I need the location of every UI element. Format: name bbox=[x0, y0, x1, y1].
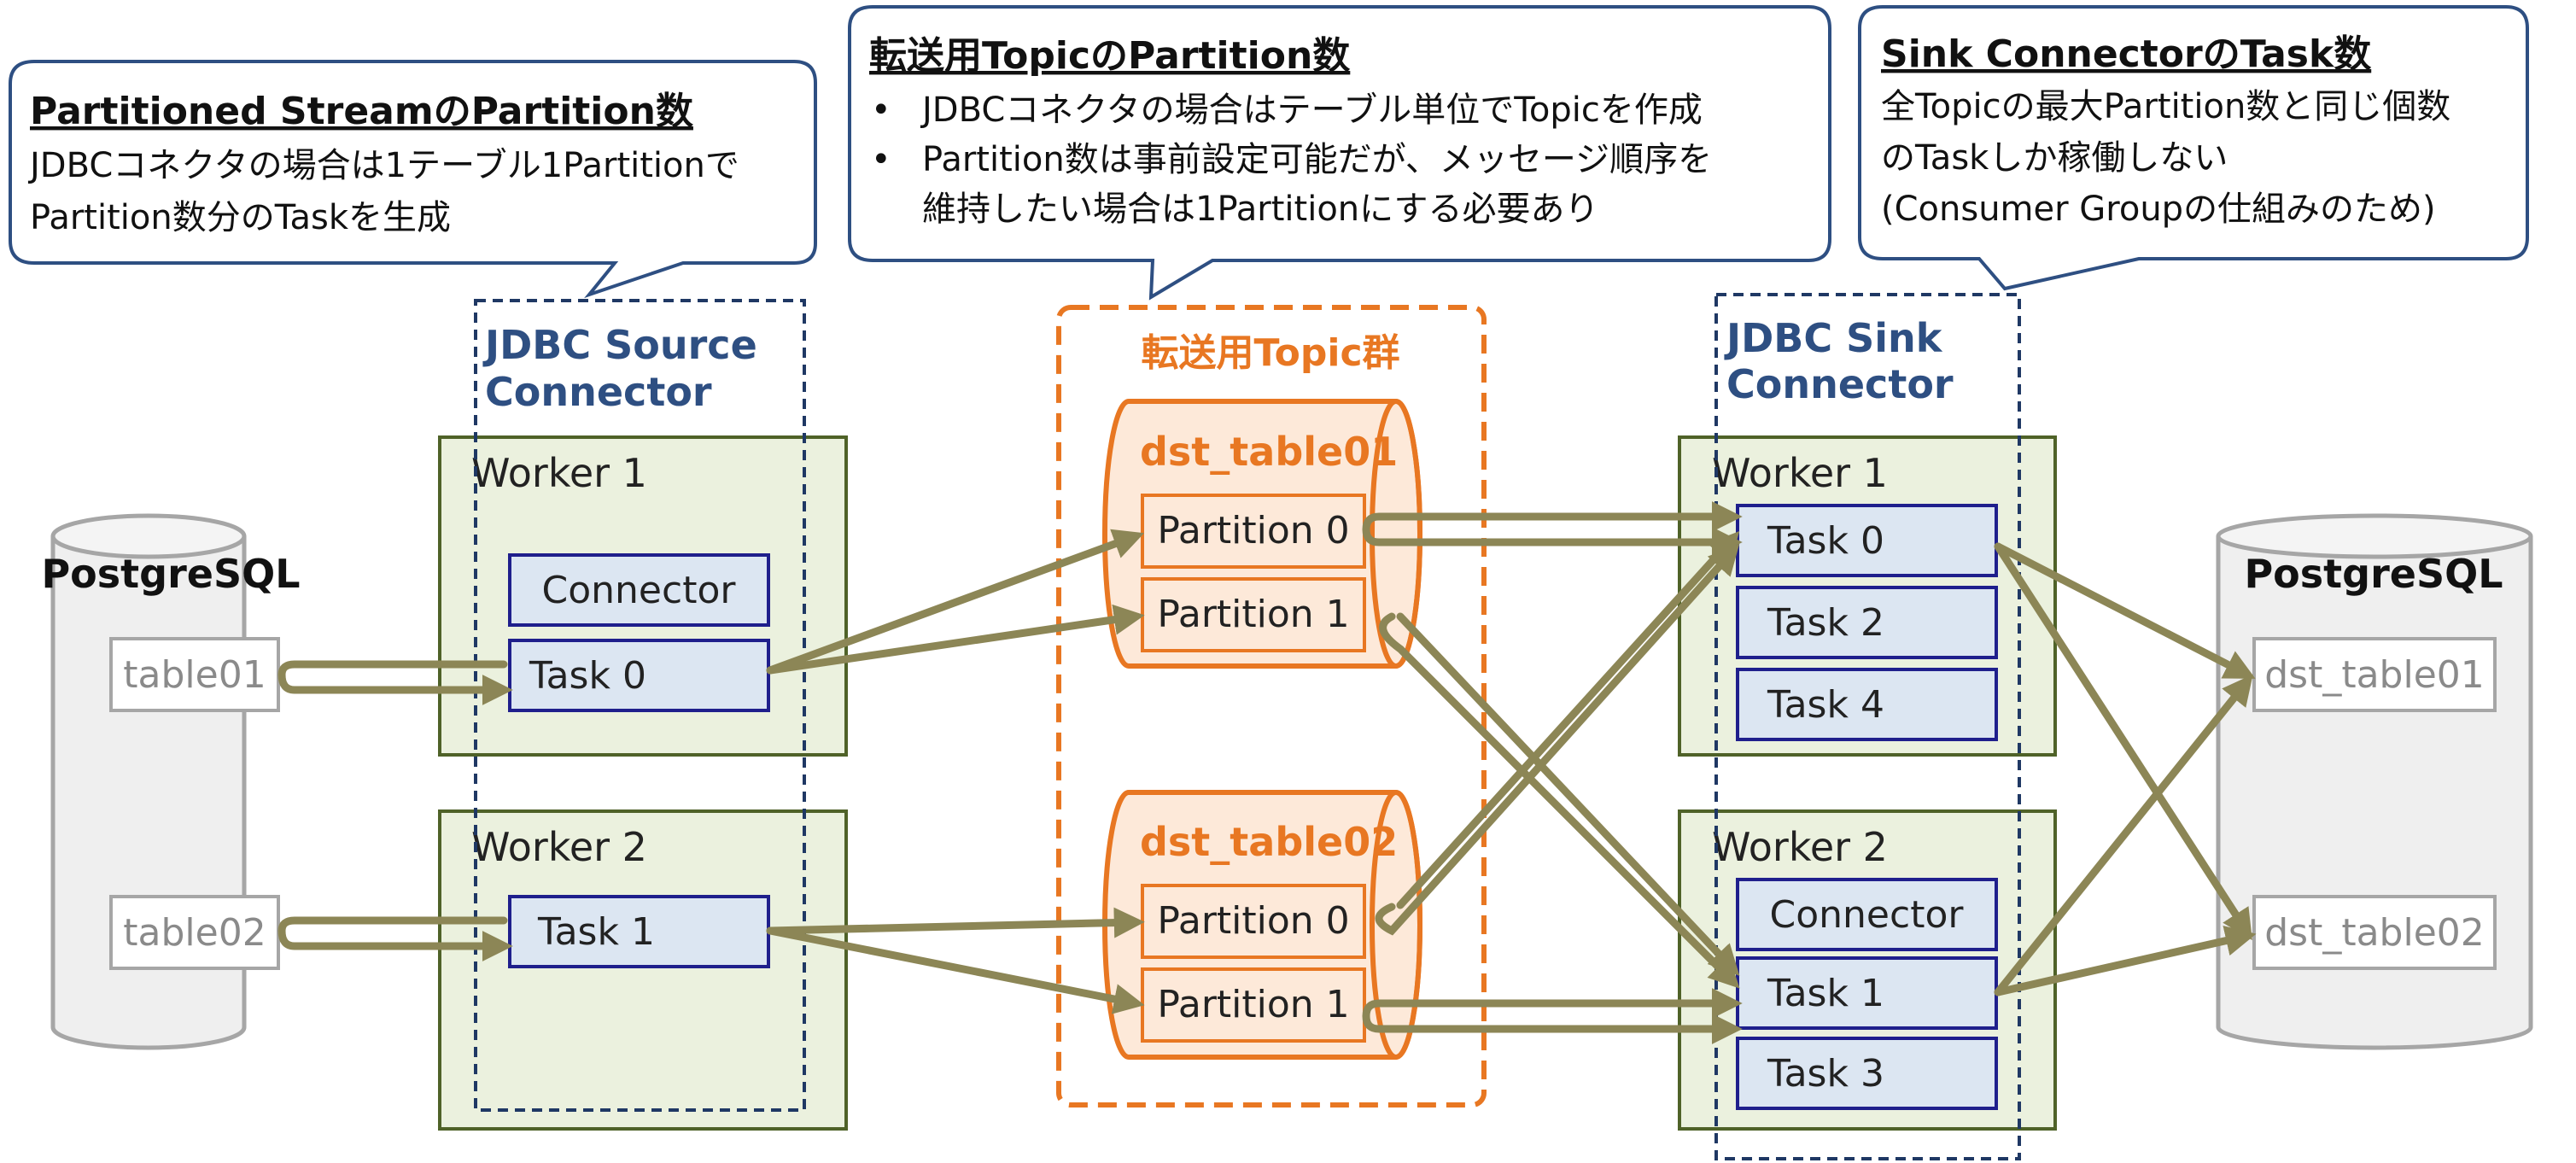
bubble-sink-line3: (Consumer Groupの仕組みのため) bbox=[1881, 190, 2436, 229]
bubble-topic-bullet1: JDBCコネクタの場合はテーブル単位でTopicを作成 bbox=[920, 91, 1703, 130]
bubble-sink-line2: のTaskしか稼働しない bbox=[1881, 138, 2228, 178]
bubble-topic-bullet1-marker: • bbox=[871, 91, 891, 130]
source-table01: table01 bbox=[123, 653, 266, 697]
topic-group-label: 転送用Topic群 bbox=[1141, 331, 1399, 375]
topic-dst-table02: dst_table02 Partition 0 Partition 1 bbox=[1102, 790, 1422, 1060]
source-worker1-label: Worker 1 bbox=[471, 450, 647, 496]
topic2-name: dst_table02 bbox=[1140, 819, 1398, 865]
arrow-table02-task1 bbox=[277, 916, 513, 961]
arrow-task0-topic1-p0 bbox=[766, 529, 1145, 675]
arrow-sinktask1-dst02 bbox=[1994, 925, 2257, 996]
bubble-source-line2: Partition数分のTaskを生成 bbox=[30, 198, 451, 237]
sink-worker2-label: Worker 2 bbox=[1712, 824, 1888, 870]
arrow-table01-task0 bbox=[277, 660, 513, 705]
source-worker2-label: Worker 2 bbox=[471, 824, 647, 870]
bubble-topic-shape bbox=[848, 5, 1831, 301]
topic-group-frame bbox=[1056, 305, 1487, 1107]
sink-task1-box bbox=[1736, 956, 1998, 1030]
sink-worker1-label: Worker 1 bbox=[1712, 450, 1888, 496]
source-worker2: Worker 2 Task 1 bbox=[438, 809, 848, 1131]
topic1-partition1-box bbox=[1141, 577, 1366, 652]
arrow-t2p0-sinktask0 bbox=[1375, 543, 1740, 936]
bubble-source-line1: JDBCコネクタの場合は1テーブル1Partitionで bbox=[27, 146, 739, 185]
sink-connector-frame bbox=[1714, 293, 2021, 1160]
sink-connector-title2: Connector bbox=[1726, 361, 1954, 407]
arrow-t2p0-sinktask0-b bbox=[1396, 531, 1740, 909]
sink-task0-box bbox=[1736, 504, 1998, 577]
sink-worker2: Worker 2 Connector Task 1 Task 3 bbox=[1678, 809, 2057, 1131]
topic1-name: dst_table01 bbox=[1140, 429, 1398, 475]
source-db: PostgreSQL table01 table02 bbox=[41, 513, 301, 1050]
sink-task2: Task 2 bbox=[1767, 601, 1884, 645]
sink-connector-box bbox=[1736, 878, 1998, 951]
sink-task4-box bbox=[1736, 668, 1998, 741]
bubble-sink-line1: 全Topicの最大Partition数と同じ個数 bbox=[1881, 87, 2450, 126]
source-task0-box bbox=[508, 639, 770, 712]
bubble-sink-title: Sink ConnectorのTask数 bbox=[1881, 32, 2371, 76]
source-db-label: PostgreSQL bbox=[41, 551, 300, 597]
source-connector-title2: Connector bbox=[485, 369, 712, 415]
source-table02-box bbox=[109, 895, 280, 970]
arrow-task0-topic1-p1 bbox=[766, 604, 1145, 675]
topic2-partition0: Partition 0 bbox=[1157, 899, 1349, 943]
arrow-sinktask1-dst01 bbox=[1994, 674, 2253, 996]
arrow-task1-topic2-p1 bbox=[766, 926, 1145, 1014]
arrow-t1p0-sinktask0 bbox=[1362, 512, 1743, 558]
sink-connector-title1: JDBC Sink bbox=[1724, 315, 1943, 361]
sink-table01-box bbox=[2252, 637, 2497, 712]
sink-connector-label: Connector bbox=[1770, 893, 1965, 937]
source-task0-label: Task 0 bbox=[529, 654, 646, 698]
arrow-sinktask0-dst02 bbox=[1994, 542, 2252, 941]
bubble-source-shape bbox=[9, 60, 817, 299]
bubble-topic: 転送用TopicのPartition数 • JDBCコネクタの場合はテーブル単位… bbox=[848, 5, 1831, 301]
bubble-source-title: Partitioned StreamのPartition数 bbox=[30, 90, 693, 133]
topic2-partition0-box bbox=[1141, 884, 1366, 959]
sink-db: PostgreSQL dst_table01 dst_table02 bbox=[2216, 513, 2533, 1050]
source-task1-label: Task 1 bbox=[537, 910, 655, 954]
sink-table02: dst_table02 bbox=[2264, 911, 2485, 955]
bubble-topic-bullet3: 維持したい場合は1Partitionにする必要あり bbox=[922, 190, 1599, 229]
bubble-sink: Sink ConnectorのTask数 全Topicの最大Partition数… bbox=[1858, 5, 2529, 291]
bubble-sink-shape bbox=[1858, 5, 2529, 291]
source-table02: table02 bbox=[123, 911, 266, 955]
source-connector-label: Connector bbox=[542, 569, 737, 612]
topic2-partition1: Partition 1 bbox=[1157, 983, 1349, 1026]
sink-table01: dst_table01 bbox=[2264, 653, 2485, 697]
sink-task2-box bbox=[1736, 586, 1998, 659]
sink-table02-box bbox=[2252, 895, 2497, 970]
sink-task1: Task 1 bbox=[1767, 972, 1884, 1015]
source-connector-frame bbox=[474, 299, 806, 1112]
sink-task3-box bbox=[1736, 1037, 1998, 1110]
source-connector-title1: JDBC Source bbox=[482, 322, 757, 368]
topic1-partition1: Partition 1 bbox=[1157, 593, 1349, 636]
sink-task4: Task 4 bbox=[1767, 683, 1884, 727]
arrow-sinktask0-dst01 bbox=[1994, 542, 2256, 679]
bubble-topic-bullet2: Partition数は事前設定可能だが、メッセージ順序を bbox=[922, 140, 1712, 179]
topic-dst-table01: dst_table01 Partition 0 Partition 1 bbox=[1102, 399, 1422, 669]
sink-task0: Task 0 bbox=[1767, 519, 1884, 563]
source-table01-box bbox=[109, 637, 280, 712]
source-worker1: Worker 1 Connector Task 0 bbox=[438, 435, 848, 757]
bubble-topic-title: 転送用TopicのPartition数 bbox=[869, 34, 1350, 78]
source-task1-box bbox=[508, 895, 770, 968]
arrow-t2p1-sinktask1 bbox=[1362, 999, 1743, 1044]
arrow-t1p1-sinktask1-b bbox=[1396, 612, 1740, 976]
sink-worker1: Worker 1 Task 0 Task 2 Task 4 bbox=[1678, 435, 2057, 757]
sink-db-label: PostgreSQL bbox=[2244, 551, 2503, 597]
arrow-task1-topic2-p0 bbox=[766, 907, 1145, 938]
source-connector-box bbox=[508, 553, 770, 627]
bubble-source: Partitioned StreamのPartition数 JDBCコネクタの場… bbox=[9, 60, 817, 299]
sink-task3: Task 3 bbox=[1767, 1052, 1884, 1096]
arrow-t1p1-sinktask1 bbox=[1379, 612, 1740, 989]
topic1-partition0: Partition 0 bbox=[1157, 509, 1349, 552]
bubble-topic-bullet2-marker: • bbox=[871, 140, 891, 179]
